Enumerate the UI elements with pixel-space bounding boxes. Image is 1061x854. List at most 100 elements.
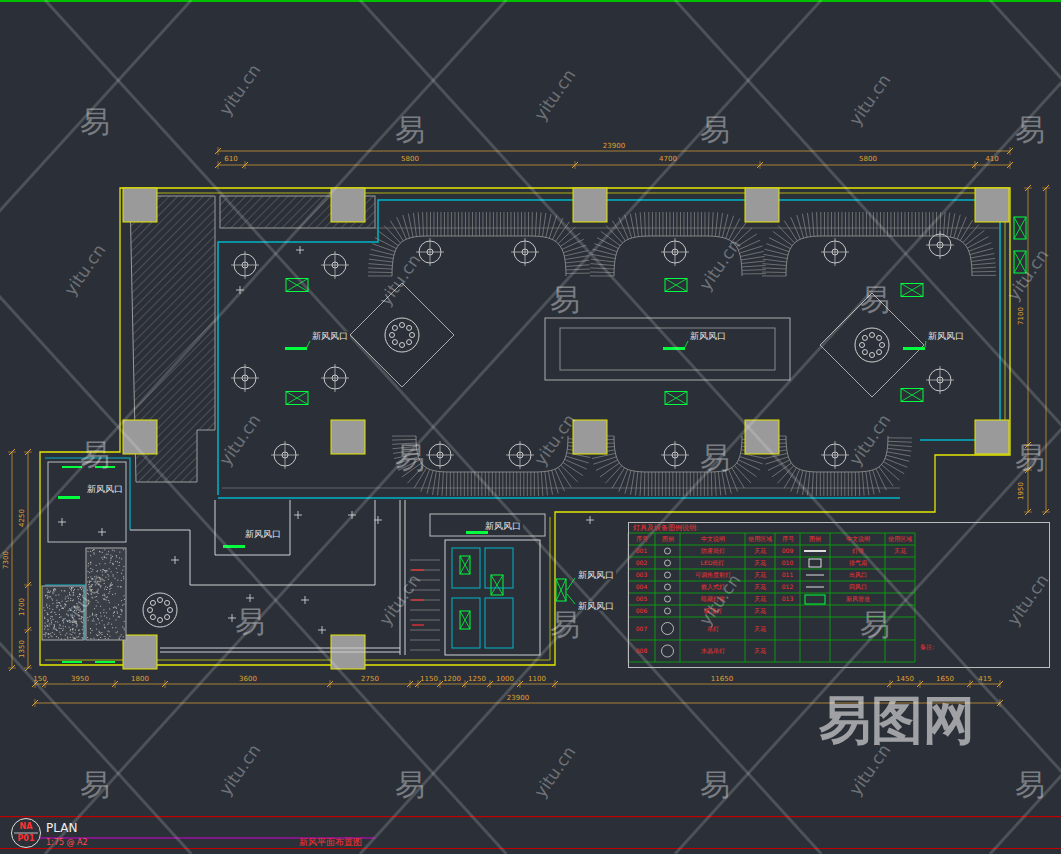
terrazzo-dot: [44, 626, 45, 627]
terrazzo-dot: [118, 617, 119, 618]
ceiling-island: [560, 328, 775, 370]
dimension-tick: [1043, 509, 1049, 515]
louver-blade: [970, 248, 993, 254]
downlight-cross: [661, 238, 689, 266]
terrazzo-dot: [69, 592, 70, 593]
dimension-tick: [1007, 162, 1013, 168]
louver-blade: [890, 212, 891, 236]
louver-blade: [845, 212, 846, 236]
terrazzo-dot: [73, 595, 74, 596]
chandelier-bulb: [158, 598, 163, 603]
air-vent-label: 新风风口: [483, 522, 523, 531]
downlight-cross: [821, 441, 849, 469]
table-header: 图例: [662, 536, 674, 542]
table-cell: 天花: [754, 572, 766, 578]
chandelier-bulb: [877, 350, 882, 355]
terrazzo-dot: [47, 612, 48, 613]
louver-blade: [368, 268, 392, 269]
watermark: yitu.cn: [1004, 571, 1051, 628]
terrazzo-dot: [121, 609, 122, 610]
terrazzo-dot: [57, 605, 58, 606]
terrazzo-dot: [80, 587, 81, 588]
louver-blade: [673, 212, 674, 236]
structural-column: [975, 420, 1009, 454]
terrazzo-dot: [90, 555, 91, 556]
downlight-symbol: [821, 238, 849, 266]
terrazzo-dot: [73, 592, 74, 593]
louver-blade: [680, 212, 681, 236]
terrazzo-dot: [72, 629, 73, 630]
louver-blade: [433, 212, 434, 236]
terrazzo-dot: [47, 607, 48, 608]
louver-blade: [465, 212, 466, 236]
stair-tread: [410, 560, 440, 561]
dimension-tick: [1025, 185, 1031, 191]
louver-blade: [566, 456, 589, 463]
dimension-line: [1046, 188, 1047, 512]
louver-blade: [390, 221, 403, 241]
terrazzo-dot: [108, 638, 109, 639]
watermark: yitu.cn: [61, 241, 108, 298]
building-outline: [45, 193, 1005, 660]
vent-box: [491, 575, 503, 595]
downlight-symbol: [926, 366, 954, 394]
louver-blade: [612, 468, 624, 489]
terrazzo-dot: [47, 621, 48, 622]
terrazzo-dot: [79, 629, 80, 630]
louver-blade: [718, 472, 720, 496]
terrazzo-dot: [75, 630, 76, 631]
louver-blade: [655, 212, 656, 236]
table-cell: LED筒灯: [701, 560, 725, 566]
chandelier-bulb: [877, 335, 882, 340]
terrazzo-dot: [123, 578, 124, 579]
louver-blade: [493, 212, 494, 236]
terrazzo-dot: [115, 607, 116, 608]
extension-line: [24, 452, 32, 453]
louver-blade: [659, 212, 660, 236]
structural-column: [331, 420, 365, 454]
louver-blade: [837, 472, 838, 496]
louver-blade: [963, 225, 979, 243]
stair-tread: [410, 630, 440, 631]
terrazzo-dot: [69, 588, 70, 589]
terrazzo-dot: [116, 619, 117, 620]
louver-blade: [683, 212, 684, 236]
louver-blade: [887, 448, 911, 451]
dimension-tick: [25, 449, 31, 455]
dimension: 410: [985, 156, 998, 163]
dimension-tick: [917, 681, 923, 687]
view-title: PLAN: [46, 822, 77, 834]
watermark: 易: [1015, 443, 1045, 473]
watermark-line: [45, 0, 821, 854]
terrazzo-dot: [52, 592, 53, 593]
legend-symbol: [665, 548, 671, 554]
chandelier-ring: [385, 318, 419, 352]
terrazzo-dot: [61, 639, 62, 640]
downlight-symbol: [661, 238, 689, 266]
louver-blade: [558, 467, 571, 487]
extension-line: [24, 630, 32, 631]
louver-blade: [535, 212, 536, 236]
stair-tread: [410, 570, 440, 571]
louver-blade: [830, 472, 831, 496]
terrazzo-dot: [113, 564, 114, 565]
watermark: 易: [1015, 770, 1045, 800]
terrazzo-dot: [102, 595, 103, 596]
terrazzo-dot: [124, 621, 125, 622]
louver-blade: [697, 212, 698, 236]
louver-edge: [786, 236, 972, 276]
table-cell: 排气扇: [849, 560, 867, 566]
table-rule: [628, 545, 915, 546]
louver-blade: [644, 472, 646, 496]
terrazzo-dot: [91, 571, 92, 572]
terrazzo-dot: [76, 637, 77, 638]
terrazzo-dot: [45, 626, 46, 627]
terrazzo-dot: [56, 630, 57, 631]
outlet-bar: [62, 661, 82, 663]
louver-blade: [848, 472, 849, 496]
table-cell: 003: [636, 572, 647, 578]
watermark-line: [360, 0, 1061, 854]
terrazzo-dot: [117, 572, 118, 573]
terrazzo-dot: [45, 595, 46, 596]
vent-cross: [901, 284, 923, 297]
